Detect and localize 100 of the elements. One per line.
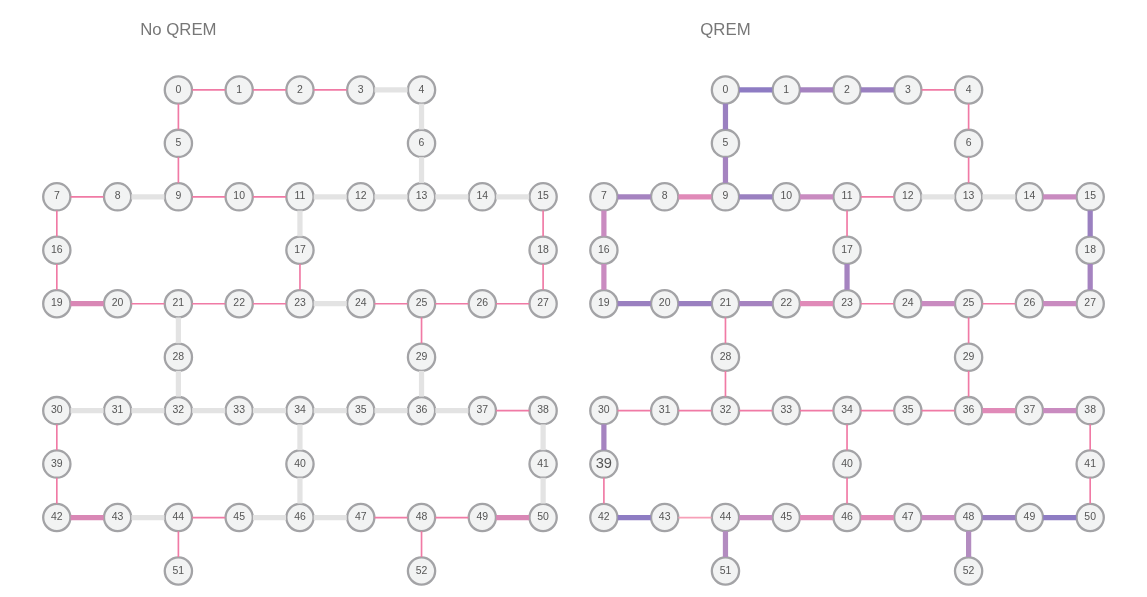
connector <box>297 477 303 504</box>
connector <box>191 89 227 91</box>
connector <box>420 530 423 558</box>
connector <box>175 317 181 344</box>
node-circle: 45 <box>224 502 254 533</box>
connector <box>313 408 347 414</box>
node-circle: 24 <box>345 288 376 319</box>
connector <box>678 194 712 200</box>
connector <box>297 424 303 451</box>
connector <box>56 209 58 238</box>
node-circle: 17 <box>832 235 862 266</box>
node-circle: 6 <box>406 128 437 159</box>
connector <box>542 263 544 291</box>
connector <box>981 302 1017 305</box>
connector <box>435 194 469 200</box>
connector <box>70 514 104 521</box>
node-circle: 19 <box>589 288 619 319</box>
connector <box>192 408 226 414</box>
connector <box>1043 514 1077 521</box>
node-circle: 42 <box>589 502 619 533</box>
node-circle: 38 <box>1075 395 1105 426</box>
node-circle: 27 <box>1075 288 1105 319</box>
connector <box>252 196 287 198</box>
connector <box>677 409 713 412</box>
connector <box>739 514 773 521</box>
connector <box>252 89 287 91</box>
connector <box>617 194 651 200</box>
node-circle: 7 <box>42 182 72 212</box>
connector <box>724 370 727 398</box>
node-circle: 13 <box>406 182 437 212</box>
node-circle: 37 <box>1014 395 1045 426</box>
node-circle: 31 <box>102 395 133 426</box>
connector <box>722 103 729 130</box>
connector <box>131 194 165 200</box>
node-circle: 38 <box>528 395 558 426</box>
connector <box>177 530 180 558</box>
connector <box>313 194 347 200</box>
connector <box>982 194 1016 200</box>
node-circle: 16 <box>589 235 619 266</box>
connector <box>724 316 727 345</box>
node-circle: 9 <box>163 182 194 212</box>
connector <box>191 302 227 305</box>
connector <box>435 408 469 414</box>
node-circle: 47 <box>893 502 923 533</box>
connector <box>540 424 546 451</box>
connector <box>1043 408 1077 414</box>
connector <box>313 301 347 307</box>
connector <box>252 408 286 414</box>
connector <box>603 477 605 505</box>
connector <box>374 87 408 93</box>
connector <box>313 514 347 521</box>
node-circle: 23 <box>285 288 315 319</box>
node-circle: 9 <box>710 182 741 212</box>
node-circle: 37 <box>467 395 498 426</box>
connector <box>601 264 607 290</box>
node-circle: 32 <box>163 395 194 426</box>
connector <box>859 302 895 305</box>
node-circle: 30 <box>42 395 72 426</box>
connector <box>373 516 409 519</box>
connector <box>496 514 530 521</box>
node-circle: 35 <box>893 395 923 426</box>
node-circle: 3 <box>893 75 923 105</box>
node-circle: 52 <box>406 556 437 586</box>
connector <box>967 316 970 345</box>
connector <box>846 209 848 238</box>
connector <box>859 409 895 412</box>
node-circle: 48 <box>953 502 984 533</box>
connector <box>1087 264 1093 290</box>
connector <box>800 301 834 307</box>
node-circle: 23 <box>832 288 862 319</box>
node-circle: 41 <box>1075 449 1105 479</box>
node-circle: 22 <box>224 288 254 319</box>
node-circle: 6 <box>953 128 984 159</box>
node-circle: 20 <box>102 288 133 319</box>
node-circle: 25 <box>406 288 437 319</box>
node-circle: 8 <box>649 182 680 212</box>
connector <box>191 516 227 519</box>
node-circle: 33 <box>224 395 254 426</box>
node-circle: 12 <box>345 182 376 212</box>
connector <box>800 87 834 93</box>
connector <box>967 156 970 184</box>
connector <box>982 514 1016 521</box>
node-circle: 0 <box>163 75 194 105</box>
node-circle: 52 <box>953 556 984 586</box>
node-circle: 21 <box>710 288 741 319</box>
connector <box>1043 301 1077 307</box>
node-circle: 3 <box>345 75 376 105</box>
node-circle: 20 <box>649 288 680 319</box>
connector <box>617 301 651 307</box>
node-circle: 15 <box>528 182 558 212</box>
node-circle: 44 <box>710 502 741 533</box>
connector <box>56 423 58 451</box>
node-circle: 39 <box>42 449 72 479</box>
node-circle: 25 <box>953 288 984 319</box>
connector <box>1087 210 1093 237</box>
node-circle: 15 <box>1075 182 1105 212</box>
connector <box>130 302 166 305</box>
node-circle: 43 <box>102 502 133 533</box>
node-circle: 18 <box>528 235 558 266</box>
node-circle: 35 <box>345 395 376 426</box>
